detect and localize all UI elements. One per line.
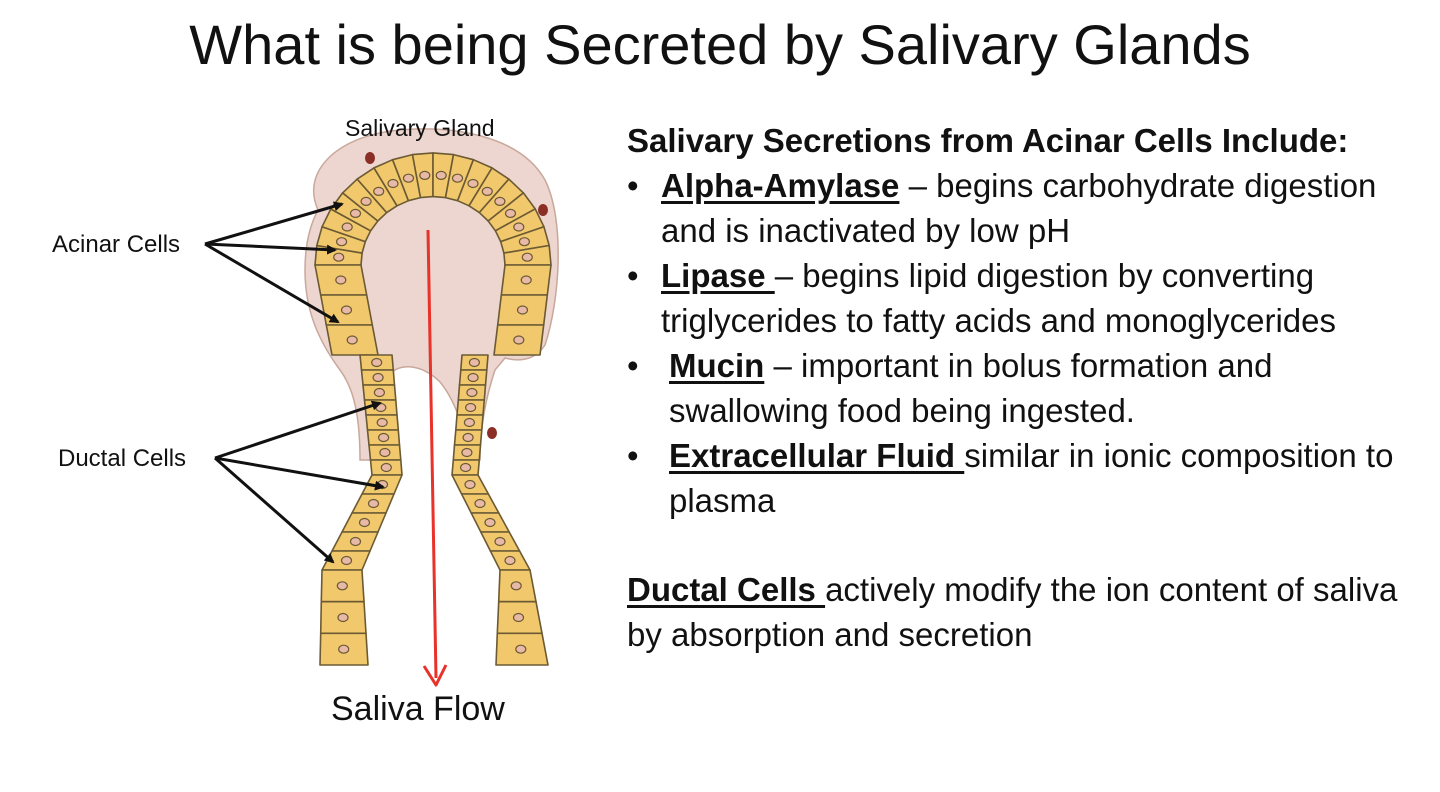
acinar-nucleus (349, 208, 362, 219)
acinar-nucleus (341, 222, 353, 232)
list-item: Mucin – important in bolus formation and… (627, 343, 1417, 433)
list-item: Extracellular Fluid similar in ionic com… (627, 433, 1417, 523)
ductal-nucleus (340, 555, 353, 566)
acinar-nucleus (516, 305, 529, 315)
ductal-cells-desc: actively modify the ion content of saliv… (627, 571, 1398, 653)
acinar-nucleus (360, 196, 372, 207)
ductal-nucleus (494, 536, 506, 547)
list-item: Alpha-Amylase – begins carbohydrate dige… (627, 163, 1417, 253)
acinar-nucleus (387, 178, 399, 189)
ductal-nucleus (460, 462, 472, 473)
acinar-nucleus (520, 275, 532, 285)
acinar-nucleus (513, 335, 525, 345)
ductal-nucleus (466, 387, 478, 398)
ductal-nucleus (337, 612, 349, 623)
ductal-nucleus (349, 536, 362, 547)
saliva-flow-label: Saliva Flow (331, 690, 505, 728)
acinar-nucleus (333, 252, 345, 262)
ductal-nucleus (376, 417, 388, 428)
extracellular-fluid-desc: similar in ionic composition to plasma (669, 437, 1394, 519)
alpha-amylase-desc: – begins carbohydrate digestion and is i… (661, 167, 1377, 249)
gland-illustration (204, 128, 559, 687)
tissue-nucleus (365, 152, 375, 164)
acinar-nucleus (504, 208, 517, 219)
acinar-cells-label: Acinar Cells (52, 231, 181, 258)
ductal-nucleus (504, 555, 516, 566)
acinar-nucleus (373, 186, 385, 197)
acinar-nucleus (340, 305, 353, 315)
ductal-nucleus (464, 479, 476, 490)
acinar-pointer (204, 242, 337, 255)
acinar-nucleus (494, 196, 506, 207)
list-item: Lipase – begins lipid digestion by conve… (627, 253, 1417, 343)
salivary-gland-label: Salivary Gland (345, 115, 495, 141)
secretions-text-panel: Salivary Secretions from Acinar Cells In… (627, 118, 1417, 657)
slide-title: What is being Secreted by Salivary Gland… (189, 13, 1251, 76)
ductal-pointer (214, 456, 335, 564)
acinar-nucleus (451, 173, 464, 183)
tissue-nucleus (487, 427, 497, 439)
acinar-nucleus (481, 186, 493, 197)
acinar-nucleus (521, 252, 533, 262)
ductal-pointer (214, 456, 385, 491)
epithelial-cells (314, 152, 552, 666)
tissue-nucleus (538, 204, 548, 216)
ductal-nucleus (463, 417, 475, 428)
acinar-nucleus (467, 178, 479, 189)
ductal-nucleus (358, 517, 371, 528)
ductal-nucleus (512, 612, 525, 623)
alpha-amylase-term: Alpha-Amylase (661, 167, 900, 204)
ductal-cells-term: Ductal Cells (627, 571, 826, 608)
ductal-nucleus (367, 498, 380, 509)
acinar-nucleus (402, 173, 415, 183)
ductal-nucleus (371, 357, 383, 368)
ductal-nucleus (462, 432, 474, 443)
acinar-nucleus (346, 335, 358, 345)
acinar-pointer (204, 242, 340, 324)
label-pointers (204, 201, 385, 564)
ductal-nucleus (474, 498, 486, 509)
ductal-nucleus (379, 447, 391, 458)
secretions-heading: Salivary Secretions from Acinar Cells In… (627, 122, 1349, 159)
ductal-nucleus (467, 372, 479, 383)
ductal-nucleus (338, 644, 350, 654)
ductal-cells-paragraph: Ductal Cells actively modify the ion con… (627, 567, 1417, 657)
secretions-list: Alpha-Amylase – begins carbohydrate dige… (627, 163, 1417, 523)
mucin-term: Mucin (669, 347, 765, 384)
salivary-gland-diagram: Salivary Gland Acinar Cells Ductal Cells… (0, 100, 620, 760)
ductal-nucleus (336, 581, 348, 591)
mucin-desc: – important in bolus formation and swall… (669, 347, 1273, 429)
acinar-nucleus (336, 237, 348, 247)
ductal-nucleus (461, 447, 473, 458)
acinar-nucleus (435, 170, 447, 181)
acinar-nucleus (513, 222, 525, 232)
ductal-nucleus (372, 372, 384, 383)
acinar-nucleus (335, 275, 347, 285)
ductal-nucleus (510, 581, 522, 591)
flow-arrow-shaft (426, 229, 438, 679)
ductal-pointer (214, 400, 382, 460)
extracellular-fluid-term: Extracellular Fluid (669, 437, 965, 474)
saliva-flow-arrow (422, 229, 448, 687)
flow-arrow-head (422, 664, 448, 687)
ductal-nucleus (373, 387, 385, 398)
ductal-nucleus (484, 517, 496, 528)
acinar-nucleus (518, 237, 531, 247)
acinar-nucleus (419, 170, 431, 181)
ductal-nucleus (515, 644, 527, 654)
ductal-nucleus (468, 357, 480, 368)
ductal-nucleus (465, 402, 477, 413)
ductal-nucleus (380, 462, 392, 473)
ductal-cells-label: Ductal Cells (58, 445, 187, 472)
lipase-desc: – begins lipid digestion by converting t… (661, 257, 1336, 339)
lipase-term: Lipase (661, 257, 775, 294)
ductal-nucleus (378, 432, 390, 443)
acinar-pointer (204, 201, 344, 246)
